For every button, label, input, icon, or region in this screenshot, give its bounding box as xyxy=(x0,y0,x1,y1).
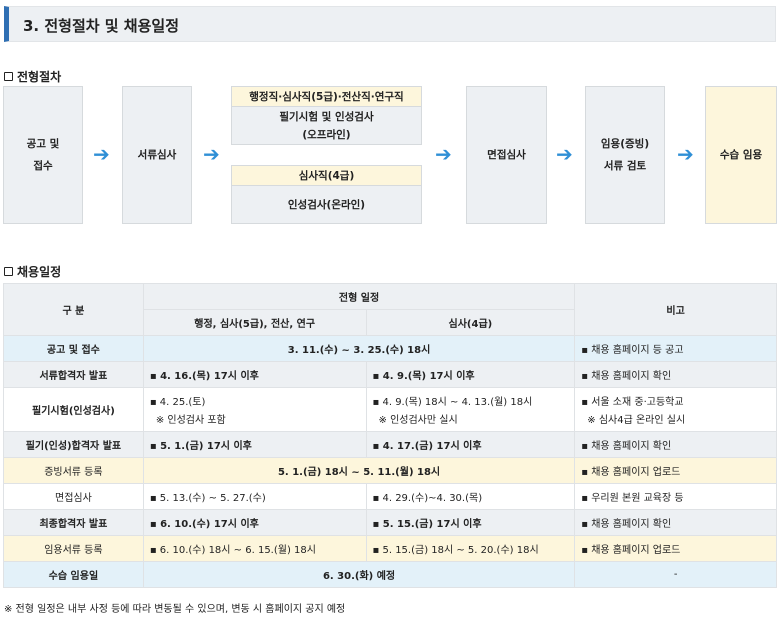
table-row: 면접심사▪ 5. 13.(수) ~ 5. 27.(수)▪ 4. 29.(수)~4… xyxy=(3,483,777,510)
page-title: 3. 전형절차 및 채용일정 xyxy=(23,17,180,35)
branch-b-label: 심사직(4급) xyxy=(231,165,422,186)
section-header: 3. 전형절차 및 채용일정 xyxy=(4,6,776,42)
table-row: 필기(인성)합격자 발표▪ 5. 1.(금) 17시 이후▪ 4. 17.(금)… xyxy=(3,431,777,458)
arrow-right-icon: ➔ xyxy=(556,142,573,166)
step-appointment-review: 임용(증빙) 서류 검토 xyxy=(585,86,665,224)
arrow-right-icon: ➔ xyxy=(93,142,110,166)
footnote: ※ 전형 일정은 내부 사정 등에 따라 변동될 수 있으며, 변동 시 홈페이… xyxy=(4,604,346,615)
step-probation: 수습 임용 xyxy=(705,86,777,224)
header-note: 비고 xyxy=(574,283,777,336)
process-section-title: 전형절차 xyxy=(4,68,61,85)
branch-a-label: 행정직·심사직(5급)·전산직·연구직 xyxy=(231,86,422,107)
branch-a-body: 필기시험 및 인성검사 (오프라인) xyxy=(231,106,422,145)
table-row: 최종합격자 발표▪ 6. 10.(수) 17시 이후▪ 5. 15.(금) 17… xyxy=(3,509,777,536)
table-row: 임용서류 등록▪ 6. 10.(수) 18시 ~ 6. 15.(월) 18시▪ … xyxy=(3,535,777,562)
schedule-section-title: 채용일정 xyxy=(4,263,61,280)
step-interview: 면접심사 xyxy=(466,86,547,224)
square-bullet-icon xyxy=(4,267,13,276)
header-group-a: 행정, 심사(5급), 전산, 연구 xyxy=(142,309,367,336)
header-group-b: 심사(4급) xyxy=(365,309,576,336)
branch-b-body: 인성검사(온라인) xyxy=(231,185,422,224)
table-row: 필기시험(인성검사) ▪ 4. 25.(토)※ 인성검사 포함 ▪ 4. 9.(… xyxy=(3,387,777,432)
header-category: 구 분 xyxy=(3,283,144,336)
arrow-right-icon: ➔ xyxy=(435,142,452,166)
square-bullet-icon xyxy=(4,72,13,81)
arrow-right-icon: ➔ xyxy=(203,142,220,166)
arrow-right-icon: ➔ xyxy=(677,142,694,166)
step-document-review: 서류심사 xyxy=(122,86,192,224)
table-row: 서류합격자 발표▪ 4. 16.(목) 17시 이후▪ 4. 9.(목) 17시… xyxy=(3,361,777,388)
header-schedule: 전형 일정 xyxy=(142,283,576,310)
step-announcement: 공고 및 접수 xyxy=(3,86,83,224)
